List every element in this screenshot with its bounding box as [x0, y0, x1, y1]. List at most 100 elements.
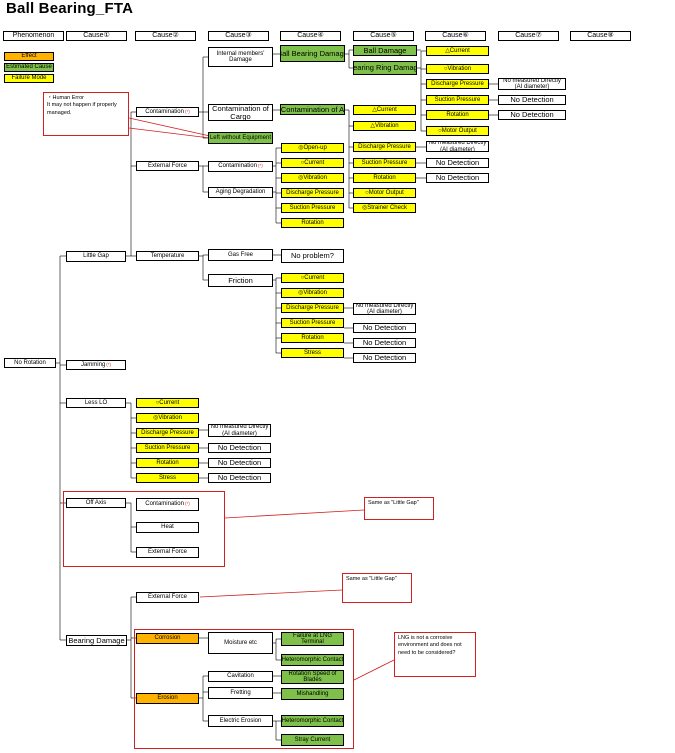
node-temperature: Temperature — [136, 251, 199, 261]
reference-mark: (*) — [184, 108, 190, 114]
failure-mode-item: Rotation — [426, 110, 489, 120]
node-contamination-3: Contamination(*) — [208, 161, 273, 172]
result-no-measured: No measured Directly (AI diameter) — [353, 303, 416, 315]
node-no-rotation: No Rotation — [4, 358, 56, 368]
failure-mode-item: Rotation — [281, 333, 344, 343]
failure-mode-item: ◎Vibration — [281, 173, 344, 183]
result-no-detection: No Detection — [498, 110, 566, 120]
node-no-problem: No problem? — [281, 249, 344, 263]
failure-mode-item: Discharge Pressure — [136, 428, 199, 438]
node-internal-damage: Internal members' Damage — [208, 47, 273, 67]
result-no-detection: No Detection — [208, 443, 271, 453]
node-contamination: Contamination(*) — [136, 107, 199, 117]
failure-mode-item: ◎Vibration — [281, 288, 344, 298]
node-corrosion: Corrosion — [136, 633, 199, 644]
node-ball-bearing-damage: Ball Bearing Damage — [280, 45, 345, 62]
failure-mode-item: ○Vibration — [426, 64, 489, 74]
node-heteromorphic-1: Heteromorphic Contact — [281, 654, 344, 666]
failure-mode-item: Discharge Pressure — [281, 303, 344, 313]
failure-mode-item: Discharge Pressure — [426, 79, 489, 89]
failure-mode-item: ◎Strainer Check — [353, 203, 416, 213]
column-header: Phenomenon — [3, 31, 64, 41]
legend-effect: Effect — [4, 52, 54, 61]
failure-mode-item: Suction Pressure — [136, 443, 199, 453]
column-header: Cause④ — [280, 31, 341, 41]
failure-mode-item: Suction Pressure — [353, 158, 416, 168]
failure-mode-item: Discharge Pressure — [281, 188, 344, 198]
node-jamming: Jamming(*) — [66, 360, 126, 370]
node-aging-degradation: Aging Degradation — [208, 187, 273, 198]
reference-mark: (*) — [257, 163, 263, 169]
node-moisture: Moisture etc — [208, 632, 273, 654]
failure-mode-item: Stress — [281, 348, 344, 358]
node-fretting: Fretting — [208, 687, 273, 699]
result-no-detection: No Detection — [353, 323, 416, 333]
result-no-detection: No Detection — [498, 95, 566, 105]
note-human-error: ・Human Error It may not happen if proper… — [43, 92, 129, 136]
node-off-contamination: Contamination(*) — [136, 498, 199, 511]
result-no-detection: No Detection — [353, 353, 416, 363]
failure-mode-item: ○Current — [281, 273, 344, 283]
failure-mode-item: ○Current — [136, 398, 199, 408]
column-header: Cause⑤ — [353, 31, 414, 41]
column-header: Cause⑥ — [425, 31, 486, 41]
node-erosion: Erosion — [136, 693, 199, 704]
failure-mode-item: Suction Pressure — [426, 95, 489, 105]
note-same-as-little-gap-2: Same as "Little Gap" — [342, 573, 412, 603]
node-contamination-cargo: Contamination of Cargo — [208, 104, 273, 121]
node-left-without-equipment: Left without Equipment — [208, 132, 273, 144]
highlight-bearing-damage — [134, 629, 354, 749]
column-header: Cause⑧ — [570, 31, 631, 41]
failure-mode-item: △Vibration — [353, 121, 416, 131]
node-heat: Heat — [136, 522, 199, 533]
column-header: Cause③ — [208, 31, 269, 41]
node-gas-free: Gas Free — [208, 249, 273, 261]
failure-mode-item: Rotation — [136, 458, 199, 468]
node-cavitation: Cavitation — [208, 671, 273, 682]
failure-mode-item: ○Motor Output — [426, 126, 489, 136]
node-off-external-force: External Force — [136, 547, 199, 558]
node-off-axis: Off Axis — [66, 498, 126, 508]
result-no-detection: No Detection — [208, 458, 271, 468]
node-ball-damage: Ball Damage — [353, 45, 417, 56]
node-bearing-damage: Bearing Damage — [66, 635, 127, 646]
failure-mode-item: ◎Open-up — [281, 143, 344, 153]
failure-mode-item: Suction Pressure — [281, 203, 344, 213]
node-stray-current: Stray Current — [281, 734, 344, 746]
result-no-detection: No Detection — [426, 173, 489, 183]
failure-mode-item: △Current — [353, 105, 416, 115]
node-electric-erosion: Electric Erosion — [208, 715, 273, 727]
node-friction: Friction — [208, 274, 273, 287]
node-mishandling: Mishandling — [281, 688, 344, 700]
node-contamination-a: Contamination of A — [280, 104, 345, 115]
result-no-measured: No measured Directly (AI diameter) — [498, 78, 566, 90]
column-header: Cause⑦ — [498, 31, 559, 41]
node-heteromorphic-2: Heteromorphic Contact — [281, 715, 344, 727]
note-lng-corrosive: LNG is not a corrosive environment and d… — [394, 632, 476, 677]
note-same-as-little-gap-1: Same as "Little Gap" — [364, 497, 434, 520]
node-bd-external-force: External Force — [136, 592, 199, 603]
column-header: Cause① — [66, 31, 127, 41]
result-no-detection: No Detection — [353, 338, 416, 348]
page-title: Ball Bearing_FTA — [6, 0, 134, 17]
failure-mode-item: Rotation — [353, 173, 416, 183]
failure-mode-item: Suction Pressure — [281, 318, 344, 328]
failure-mode-item: Rotation — [281, 218, 344, 228]
legend-failure-mode: Failure Mode — [4, 74, 54, 83]
node-failure-lng: Failure at LNG Terminal — [281, 632, 344, 646]
result-no-detection: No Detection — [426, 158, 489, 168]
node-rotation-speed: Rotation Speed of Blades — [281, 670, 344, 684]
result-no-measured: No measured Directly (AI diameter) — [208, 424, 271, 437]
node-less-lo: Less LO — [66, 398, 126, 408]
failure-mode-item: ○Current — [281, 158, 344, 168]
legend-estimated-cause: Estimated Cause — [4, 63, 54, 72]
node-bearing-ring-damage: Bearing Ring Damage — [353, 61, 417, 75]
failure-mode-item: Discharge Pressure — [353, 142, 416, 152]
failure-mode-item: ○Motor Output — [353, 188, 416, 198]
reference-mark: (*) — [184, 501, 190, 507]
node-external-force: External Force — [136, 161, 199, 171]
failure-mode-item: ◎Vibration — [136, 413, 199, 423]
highlight-off-axis — [63, 491, 225, 567]
result-no-measured: No measured Directly (AI diameter) — [426, 141, 489, 152]
